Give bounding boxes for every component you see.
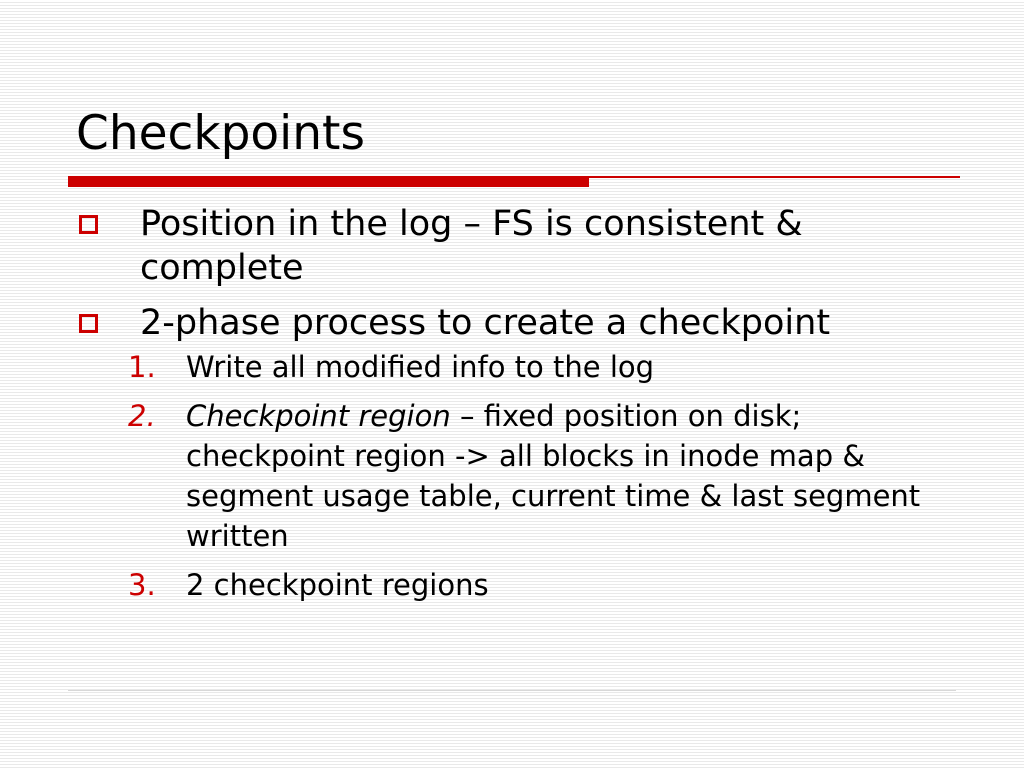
bullet-item: Position in the log – FS is consistent &… [76,202,956,290]
numbered-item: 3. 2 checkpoint regions [128,565,956,605]
bullet-item: 2-phase process to create a checkpoint 1… [76,301,956,605]
bullet-text: 2-phase process to create a checkpoint [140,303,831,343]
slide-title: Checkpoints [76,106,365,161]
bullet-list: Position in the log – FS is consistent &… [76,202,956,616]
bullet-text: Position in the log – FS is consistent &… [140,204,803,288]
title-underline-thin [589,176,960,178]
item-text: 2 checkpoint regions [186,568,489,602]
item-text: Write all modified info to the log [186,350,655,384]
item-text: – fixed position on disk; checkpoint reg… [186,399,921,553]
numbered-sub-list: 1. Write all modified info to the log 2.… [128,347,956,605]
footer-divider [68,690,956,691]
numbered-item: 2. Checkpoint region – fixed position on… [128,396,956,556]
item-emphasis: Checkpoint region [186,399,451,433]
numbered-item: 1. Write all modified info to the log [128,347,956,387]
item-number: 1. [128,350,156,384]
title-underline-thick [68,176,589,187]
item-number: 2. [128,399,156,433]
item-number: 3. [128,568,156,602]
square-bullet-icon [79,314,98,333]
square-bullet-icon [79,215,98,234]
